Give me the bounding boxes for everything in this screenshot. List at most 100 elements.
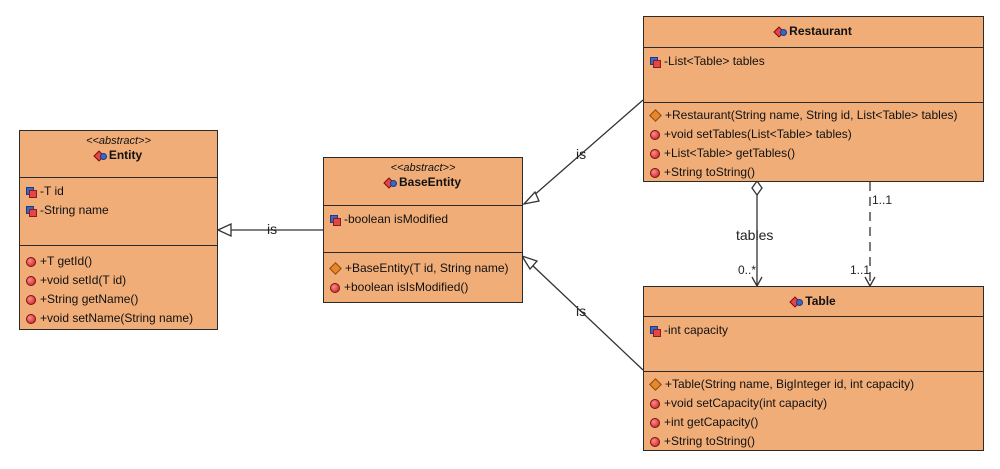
field-text: -int capacity [664, 323, 729, 337]
class-header: Restaurant [644, 17, 983, 47]
generalization-arrowhead-base-from-restaurant [522, 190, 540, 206]
methods-section: +T getId() +void setId(T id) +String get… [20, 245, 217, 332]
class-icon [95, 150, 107, 160]
method-row[interactable]: +int getCapacity() [650, 413, 977, 432]
label-is-base-entity: is [267, 221, 278, 237]
field-row[interactable]: -int capacity [650, 321, 977, 340]
method-row[interactable]: +String toString() [650, 432, 977, 451]
label-aggregation-role: tables [736, 227, 774, 243]
label-is-table: is [576, 303, 587, 319]
method-row[interactable]: +T getId() [26, 252, 211, 271]
method-text: +void setId(T id) [40, 273, 127, 287]
method-text: +String getName() [40, 292, 139, 306]
class-icon [775, 26, 788, 36]
class-header: Table [644, 287, 983, 316]
method-text: +List<Table> getTables() [664, 146, 796, 160]
class-name: BaseEntity [385, 175, 461, 189]
method-text: +int getCapacity() [664, 415, 759, 429]
constructor-text: +Table(String name, BigInteger id, int c… [665, 377, 915, 391]
field-row[interactable]: -boolean isModified [330, 210, 516, 229]
method-icon [650, 167, 660, 178]
constructor-text: +BaseEntity(T id, String name) [345, 261, 509, 275]
fields-section: -int capacity [644, 316, 983, 371]
field-icon [650, 325, 661, 337]
methods-section: +BaseEntity(T id, String name) +boolean … [324, 252, 522, 301]
method-text: +String toString() [664, 165, 756, 179]
class-icon [385, 177, 397, 187]
field-text: -String name [40, 203, 109, 217]
constructor-row[interactable]: +BaseEntity(T id, String name) [329, 259, 516, 278]
class-name-text: BaseEntity [398, 175, 462, 189]
field-text: -T id [40, 184, 64, 198]
class-base-entity[interactable]: <<abstract>> BaseEntity -boolean isModif… [323, 157, 523, 303]
methods-section: +Restaurant(String name, String id, List… [644, 102, 983, 186]
class-restaurant[interactable]: Restaurant -List<Table> tables +Restaura… [643, 16, 984, 182]
method-text: +T getId() [40, 254, 93, 268]
method-icon [650, 436, 660, 447]
method-row[interactable]: +String getName() [26, 290, 211, 309]
class-name: Table [791, 294, 836, 308]
method-text: +boolean isIsModified() [344, 280, 469, 294]
field-icon [650, 56, 661, 68]
generalization-arrowhead-base-from-table [520, 254, 539, 271]
label-is-restaurant: is [576, 146, 587, 162]
field-row[interactable]: -T id [26, 182, 211, 201]
class-entity[interactable]: <<abstract>> Entity -T id -String name +… [19, 130, 218, 330]
method-icon [26, 313, 36, 324]
label-dependency-mult-top: 1..1 [872, 193, 893, 207]
constructor-row[interactable]: +Restaurant(String name, String id, List… [649, 106, 977, 125]
fields-section: -boolean isModified [324, 205, 522, 252]
field-row[interactable]: -List<Table> tables [650, 52, 977, 71]
field-text: -List<Table> tables [664, 54, 765, 68]
method-text: +void setCapacity(int capacity) [664, 396, 828, 410]
method-text: +void setName(String name) [40, 311, 194, 325]
field-icon [26, 205, 37, 217]
class-icon [791, 296, 804, 306]
class-name: Entity [95, 148, 142, 162]
method-icon [26, 256, 36, 267]
method-row[interactable]: +boolean isIsModified() [330, 278, 516, 297]
method-icon [650, 148, 660, 159]
field-icon [330, 214, 341, 226]
generalization-line-table [530, 263, 644, 371]
method-row[interactable]: +List<Table> getTables() [650, 144, 977, 163]
field-row[interactable]: -String name [26, 201, 211, 220]
class-header: <<abstract>> BaseEntity [324, 158, 522, 205]
class-header: <<abstract>> Entity [20, 131, 217, 177]
label-aggregation-multiplicity: 0..* [738, 263, 757, 277]
generalization-arrowhead-entity [216, 222, 232, 238]
fields-section: -List<Table> tables [644, 47, 983, 102]
method-text: +String toString() [664, 434, 756, 448]
class-table[interactable]: Table -int capacity +Table(String name, … [643, 286, 984, 451]
stereotype: <<abstract>> [390, 162, 456, 174]
class-name: Restaurant [775, 24, 852, 38]
method-icon [650, 417, 660, 428]
field-text: -boolean isModified [344, 212, 449, 226]
label-dependency-mult-bottom: 1..1 [850, 263, 871, 277]
method-text: +void setTables(List<Table> tables) [664, 127, 852, 141]
stereotype: <<abstract>> [86, 135, 151, 147]
constructor-text: +Restaurant(String name, String id, List… [665, 108, 958, 122]
class-name-text: Table [805, 294, 836, 308]
class-name-text: Restaurant [789, 24, 852, 38]
constructor-icon [329, 262, 342, 275]
method-row[interactable]: +String toString() [650, 163, 977, 182]
method-icon [26, 275, 36, 286]
constructor-icon [649, 378, 662, 391]
method-row[interactable]: +void setTables(List<Table> tables) [650, 125, 977, 144]
generalization-line-restaurant [531, 99, 644, 198]
field-icon [26, 186, 37, 198]
method-row[interactable]: +void setName(String name) [26, 309, 211, 328]
method-row[interactable]: +void setId(T id) [26, 271, 211, 290]
methods-section: +Table(String name, BigInteger id, int c… [644, 371, 983, 455]
method-icon [650, 129, 660, 140]
constructor-row[interactable]: +Table(String name, BigInteger id, int c… [649, 375, 977, 394]
method-row[interactable]: +void setCapacity(int capacity) [650, 394, 977, 413]
class-name-text: Entity [108, 148, 143, 162]
method-icon [26, 294, 36, 305]
method-icon [650, 398, 660, 409]
method-icon [330, 282, 340, 293]
constructor-icon [649, 109, 662, 122]
fields-section: -T id -String name [20, 177, 217, 245]
